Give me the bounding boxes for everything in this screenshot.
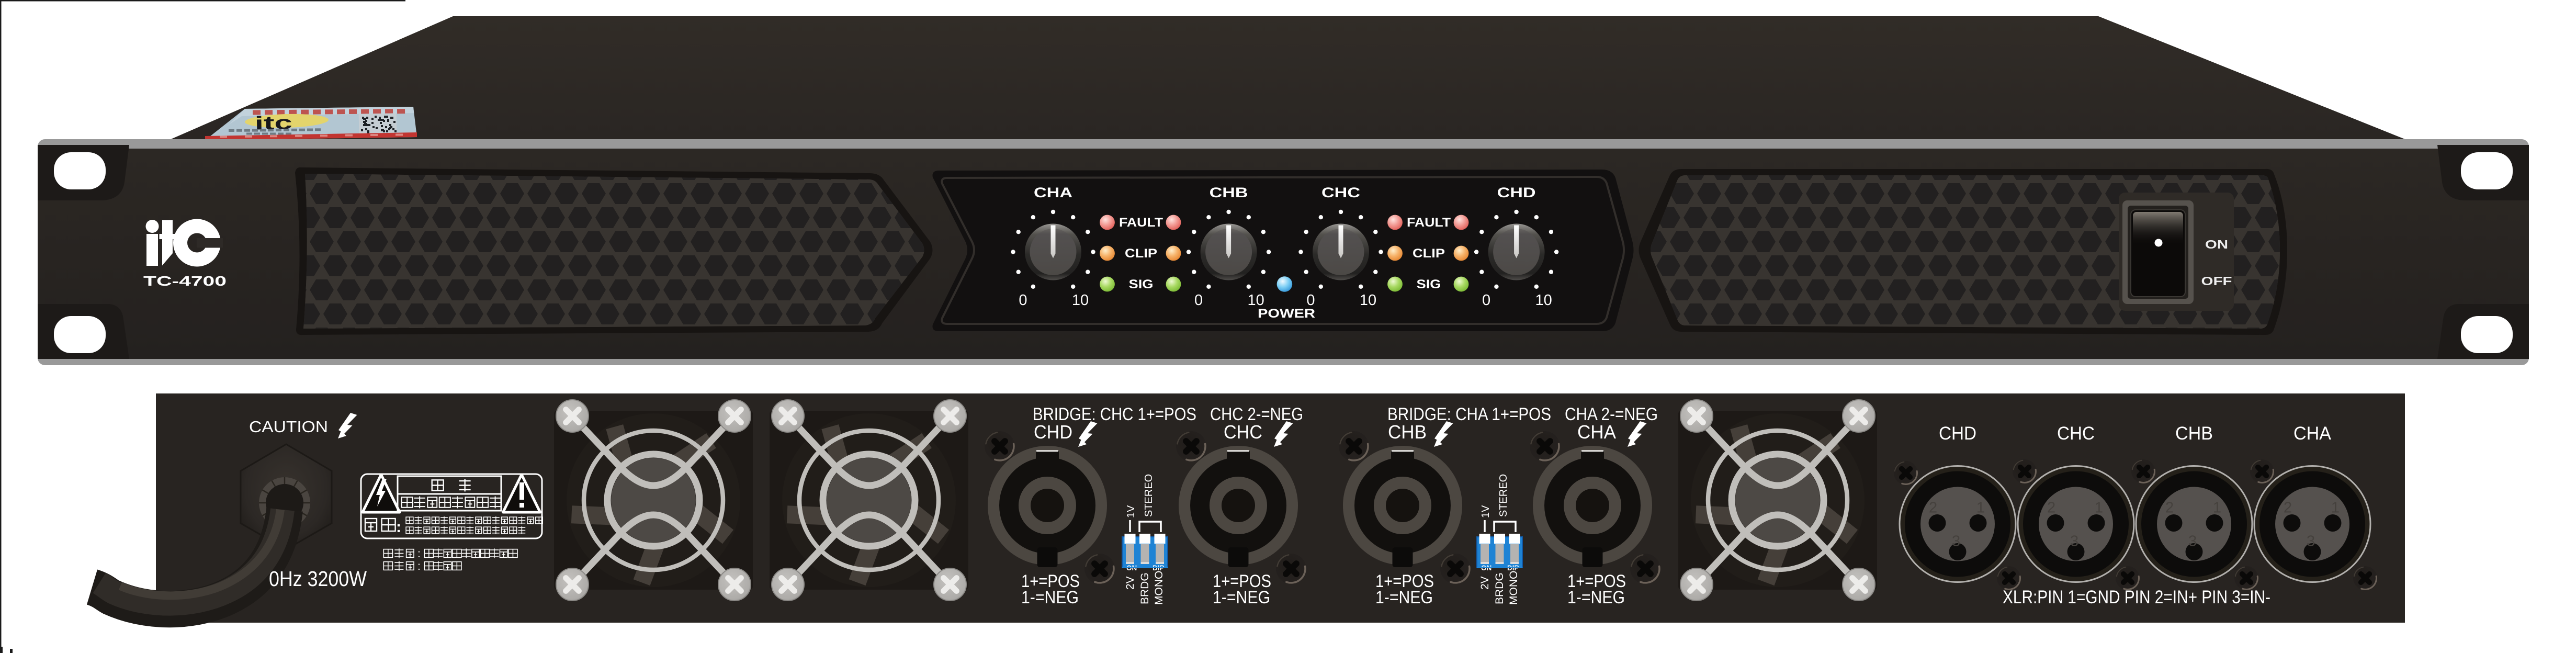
svg-text:MONO: MONO [1508,571,1520,605]
svg-text:MONO: MONO [1153,571,1165,605]
svg-text:ON: ON [2205,238,2228,251]
svg-text:10: 10 [1535,292,1552,309]
svg-text:STEREO: STEREO [1498,474,1509,517]
svg-text:1+=POS: 1+=POS [1567,571,1626,591]
svg-text:CHB: CHB [2175,423,2213,444]
svg-text:CHB: CHB [1388,421,1427,443]
svg-text:1V: 1V [1125,505,1137,518]
svg-text:CHC: CHC [2057,423,2095,444]
svg-text:BRIDGE: CHA 1+=POS: BRIDGE: CHA 1+=POS [1387,404,1551,424]
svg-text:CHD: CHD [1034,421,1072,443]
svg-text:10: 10 [1247,292,1264,309]
svg-text:10: 10 [1360,292,1376,309]
svg-text:SIG: SIG [1129,277,1154,291]
svg-text:1+=POS: 1+=POS [1021,571,1080,591]
svg-text:XLR:PIN 1=GND PIN 2=IN+ PIN 3=: XLR:PIN 1=GND PIN 2=IN+ PIN 3=IN- [2003,587,2270,607]
svg-text:TC-4700: TC-4700 [143,273,227,289]
svg-text:CHC 2-=NEG: CHC 2-=NEG [1210,404,1303,424]
svg-text:BRIDGE: CHC 1+=POS: BRIDGE: CHC 1+=POS [1033,404,1196,424]
svg-text:CHA: CHA [2293,423,2332,444]
svg-text:0: 0 [1306,292,1315,309]
svg-text:BRDG: BRDG [1494,572,1506,604]
svg-text:1V: 1V [1480,505,1492,518]
svg-text:CHD: CHD [1939,423,1976,444]
svg-text:2V: 2V [1479,576,1491,590]
svg-text::: : [417,560,421,572]
svg-text:1+=POS: 1+=POS [1213,571,1271,591]
svg-text:1-=NEG: 1-=NEG [1567,588,1625,607]
svg-text:CHA: CHA [1577,421,1616,443]
svg-text:CHC: CHC [1224,421,1262,443]
svg-text:CHD: CHD [1497,185,1536,200]
svg-text:0Hz 3200W: 0Hz 3200W [269,567,367,591]
svg-text:1-=NEG: 1-=NEG [1213,588,1270,607]
svg-text:POWER: POWER [1258,307,1315,321]
svg-text:OFF: OFF [2201,274,2232,288]
svg-text:1+=POS: 1+=POS [1375,571,1434,591]
svg-text:CHA: CHA [1034,185,1072,200]
svg-text:0: 0 [1482,292,1490,309]
svg-text:SIG: SIG [1417,277,1441,291]
svg-text:BRDG: BRDG [1139,572,1151,604]
svg-text:10: 10 [1072,292,1089,309]
svg-text:STEREO: STEREO [1143,474,1155,517]
svg-text::: : [396,519,401,536]
svg-text::: : [417,548,421,560]
svg-text:2V: 2V [1124,576,1136,590]
svg-text:FAULT: FAULT [1119,216,1163,230]
svg-text:CLIP: CLIP [1125,246,1157,261]
svg-text:CHC: CHC [1321,185,1360,200]
svg-text:0: 0 [1019,292,1027,309]
svg-text:0: 0 [1194,292,1203,309]
svg-text:CAUTION: CAUTION [249,418,328,436]
svg-text:CLIP: CLIP [1413,246,1445,261]
svg-text:FAULT: FAULT [1407,216,1451,230]
svg-text:1-=NEG: 1-=NEG [1375,588,1433,607]
svg-text:CHB: CHB [1210,185,1248,200]
svg-text:CHA 2-=NEG: CHA 2-=NEG [1565,404,1658,424]
svg-text:1-=NEG: 1-=NEG [1021,588,1079,607]
